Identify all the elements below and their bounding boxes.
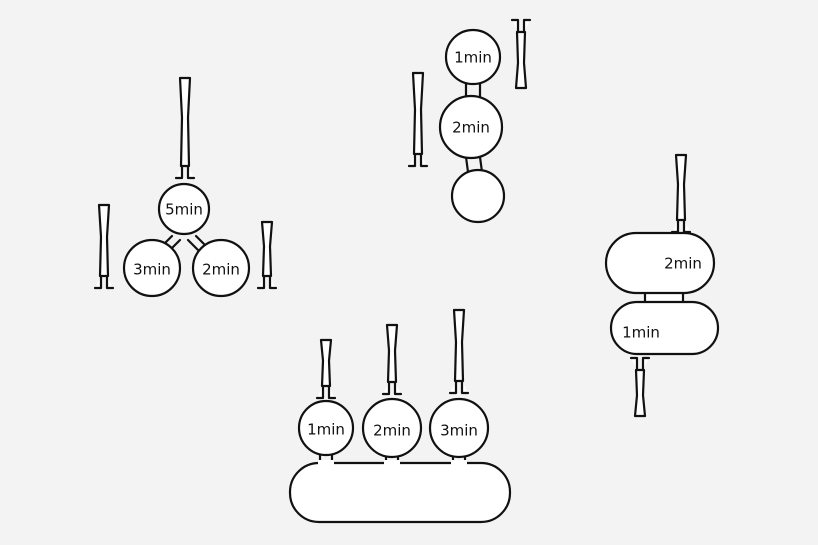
- side-group: 2min 1min: [604, 231, 720, 356]
- label-1min: 1min: [307, 421, 345, 439]
- standing-figure: [381, 323, 403, 396]
- label-2min: 2min: [452, 119, 490, 137]
- tree-connector: [158, 234, 210, 254]
- node-3min: [428, 397, 490, 459]
- node-lower: [609, 300, 720, 356]
- label-1min: 1min: [454, 49, 492, 67]
- label-5min: 5min: [165, 201, 203, 219]
- stack-group: 1min 2min: [438, 28, 506, 224]
- node-2min: [191, 238, 251, 298]
- node-1min: [297, 399, 355, 457]
- label-2min: 2min: [373, 422, 411, 440]
- standing-figure: [256, 220, 278, 290]
- standing-figure: [174, 76, 196, 180]
- label-3min: 3min: [133, 261, 171, 279]
- standing-figure: [629, 356, 651, 418]
- standing-figure: [670, 153, 692, 234]
- bar-group: 1min 2min 3min: [288, 397, 512, 524]
- figures: [93, 18, 692, 418]
- standing-figure: [407, 71, 429, 168]
- label-3min: 3min: [440, 422, 478, 440]
- node-empty: [450, 168, 506, 224]
- label-lower: 1min: [622, 324, 660, 342]
- tree-group: 5min 3min 2min: [122, 182, 251, 298]
- base-block: [288, 461, 512, 524]
- node-5min: [157, 182, 211, 236]
- standing-figure: [448, 308, 470, 395]
- node-1min: [444, 28, 502, 86]
- node-upper: [604, 231, 716, 295]
- stack-connector: [464, 81, 484, 174]
- label-upper: 2min: [664, 255, 702, 273]
- node-2min: [361, 397, 423, 459]
- standing-figure: [510, 18, 532, 90]
- standing-figure: [93, 203, 115, 290]
- standing-figure: [315, 338, 337, 400]
- label-2min: 2min: [202, 261, 240, 279]
- node-3min: [122, 238, 182, 298]
- node-2min: [438, 94, 504, 160]
